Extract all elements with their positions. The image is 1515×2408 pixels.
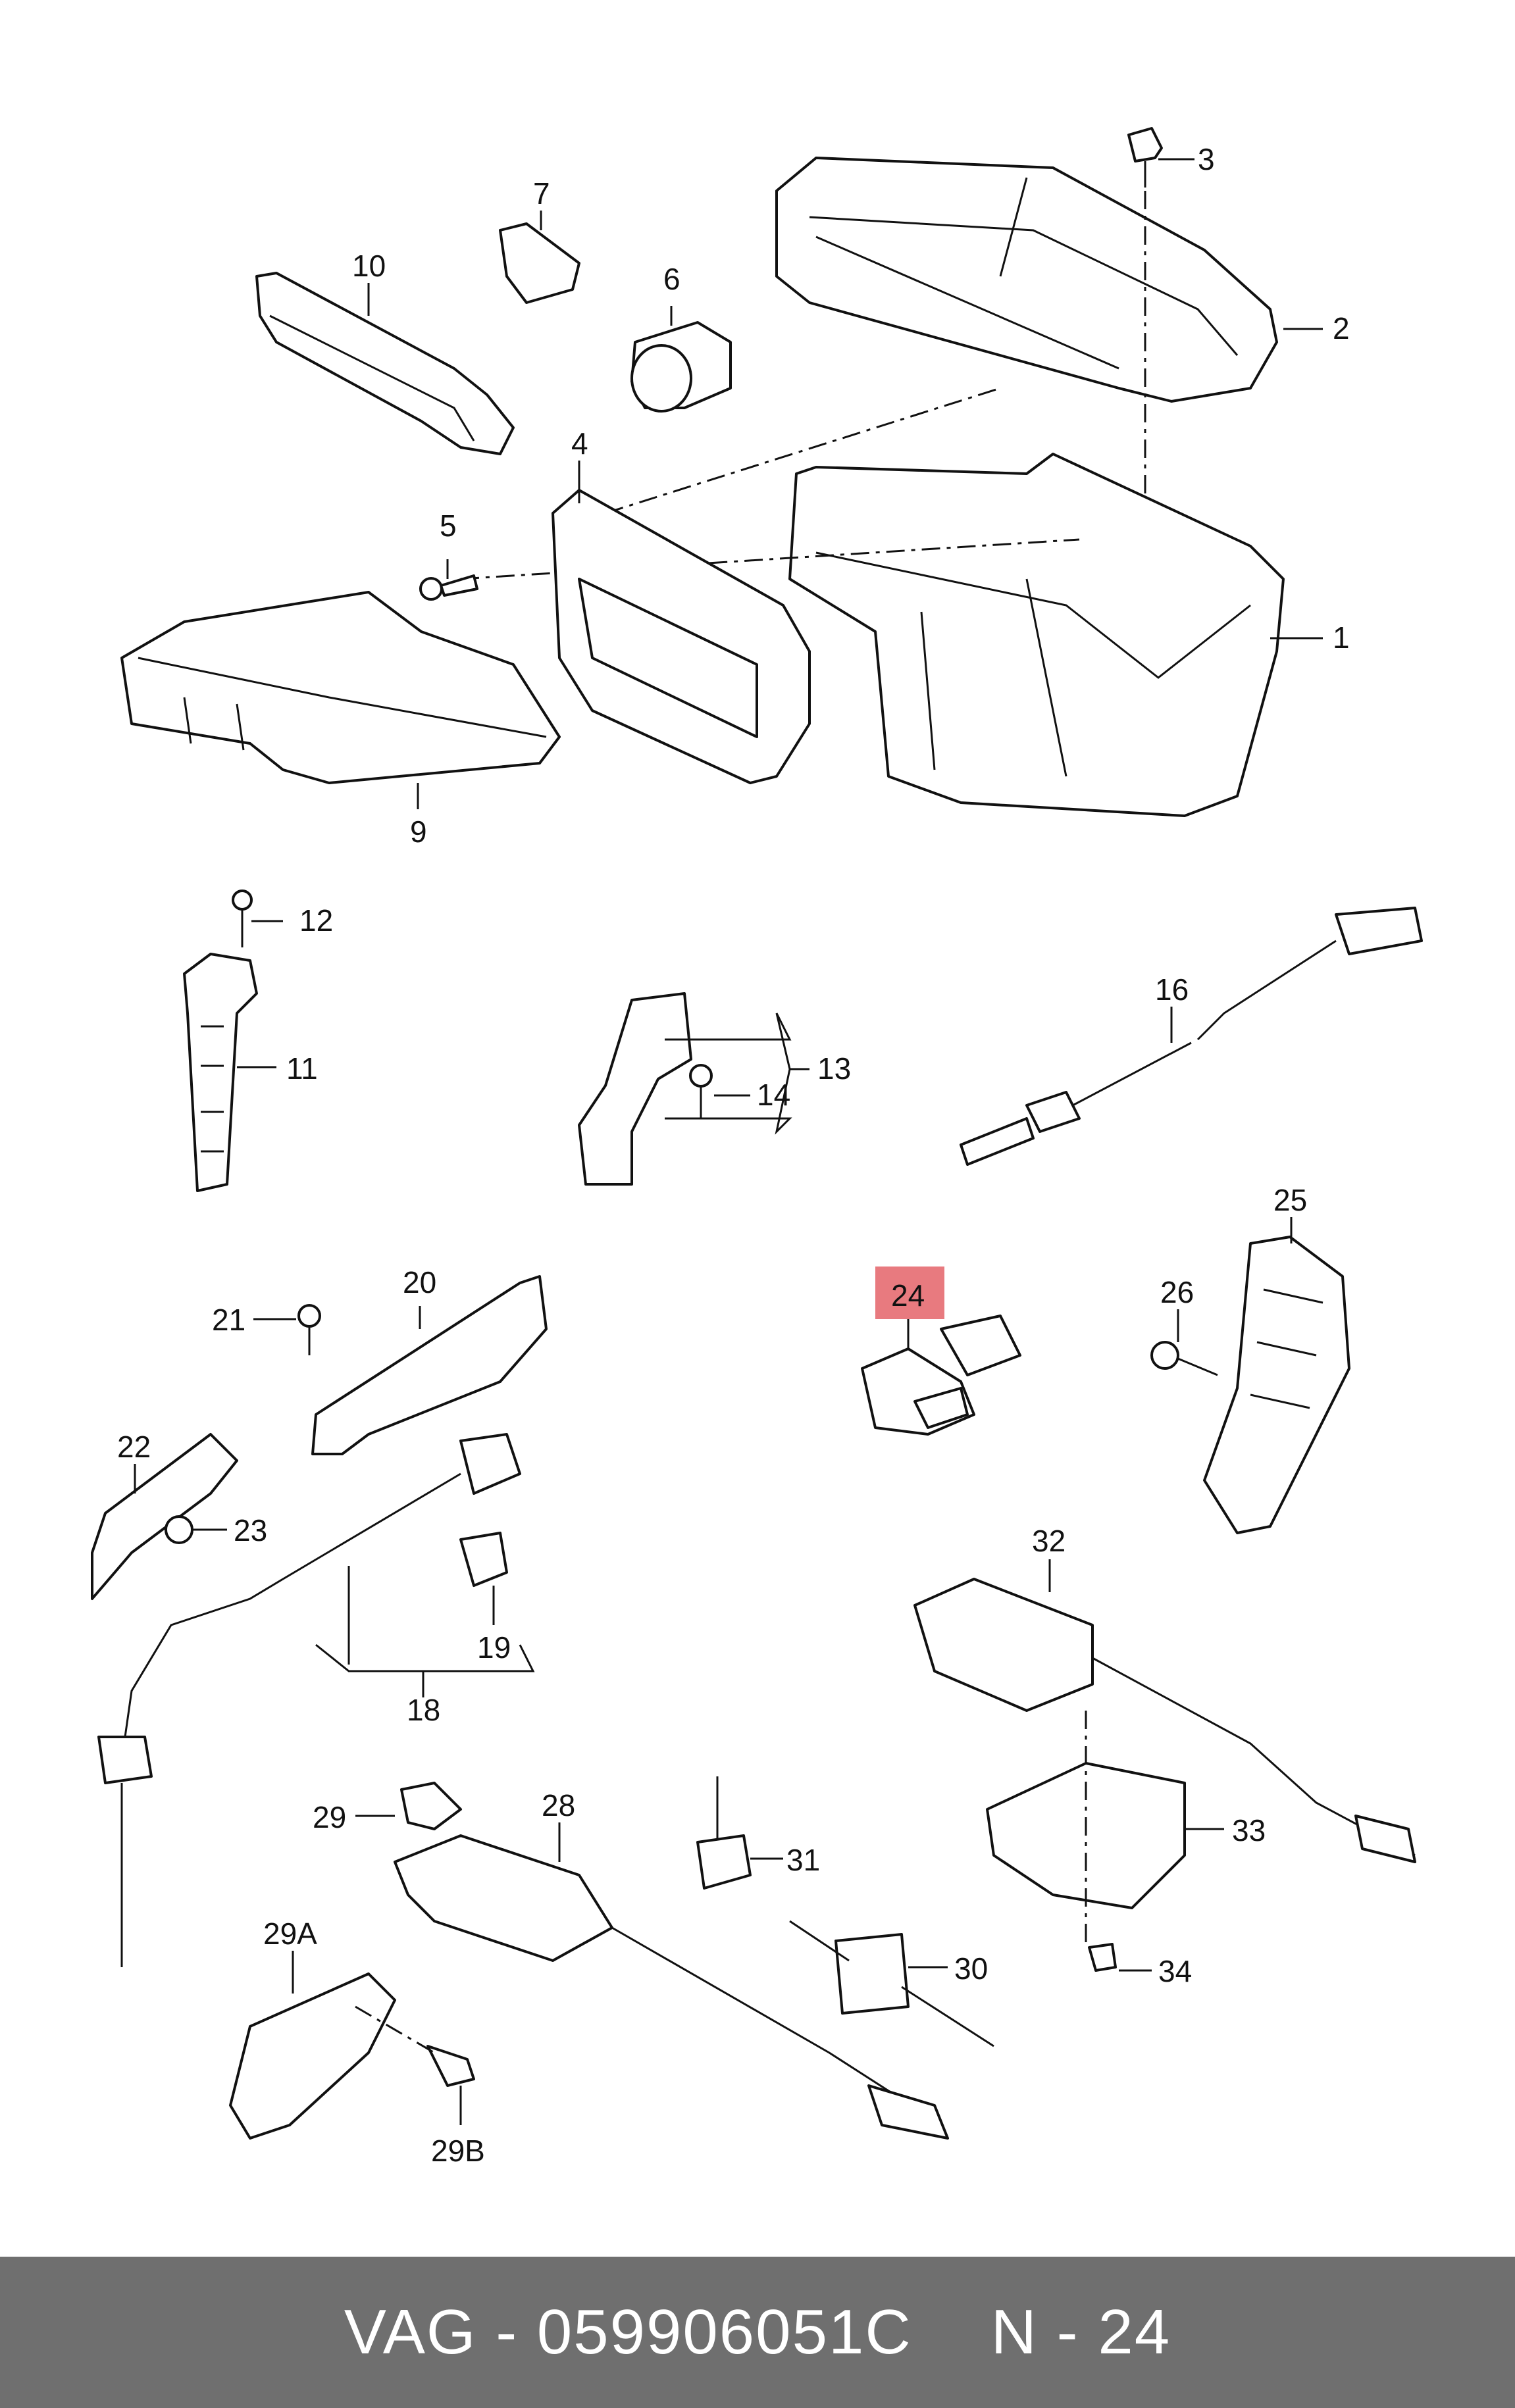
part-22-bracket xyxy=(91,1433,238,1600)
callout-21: 21 xyxy=(212,1303,245,1337)
callout-10: 10 xyxy=(352,249,386,283)
callout-18: 18 xyxy=(407,1693,440,1727)
part-19-clip xyxy=(459,1532,508,1587)
callout-4: 4 xyxy=(571,426,588,461)
callout-25: 25 xyxy=(1273,1183,1307,1217)
callout-3: 3 xyxy=(1198,142,1215,176)
callout-23: 23 xyxy=(234,1513,267,1547)
part-10-bracket xyxy=(255,272,515,455)
callout-1: 1 xyxy=(1333,620,1350,655)
callout-29b: 29B xyxy=(431,2134,485,2168)
part-13-sensor xyxy=(578,992,713,1186)
part-24-pressure-sensor xyxy=(861,1315,1021,1436)
parts-diagram: 1 2 3 4 5 6 7 9 10 11 12 13 14 16 18 19 … xyxy=(91,127,1423,2168)
callout-2: 2 xyxy=(1333,311,1350,345)
callout-29: 29 xyxy=(313,1800,346,1834)
part-4-ecu-bracket xyxy=(552,489,811,784)
part-9-ecu xyxy=(120,591,561,784)
callout-9: 9 xyxy=(410,815,427,849)
callout-28: 28 xyxy=(542,1788,575,1822)
part-3-screw xyxy=(1127,127,1163,697)
part-25-bracket xyxy=(1150,1236,1350,1534)
part-30-clip xyxy=(789,1920,994,2047)
highlight-box-24 xyxy=(875,1267,944,1319)
part-16-probe xyxy=(960,907,1423,1166)
callout-5: 5 xyxy=(440,509,457,543)
callout-14: 14 xyxy=(757,1078,790,1112)
callout-24: 24 xyxy=(891,1278,925,1313)
part-32-control-unit xyxy=(913,1578,1416,1863)
callout-7: 7 xyxy=(533,176,550,211)
footer-reference: N - 24 xyxy=(990,2297,1171,2367)
callout-20: 20 xyxy=(403,1265,436,1299)
part-20-bracket xyxy=(297,1275,548,1455)
callout-13: 13 xyxy=(817,1051,851,1086)
callout-16: 16 xyxy=(1155,972,1189,1007)
callout-33: 33 xyxy=(1232,1813,1266,1847)
part-2-lid xyxy=(775,157,1278,403)
callout-19: 19 xyxy=(477,1630,511,1665)
callout-31: 31 xyxy=(786,1843,820,1877)
leader-lines xyxy=(134,158,1323,2125)
part-28-sensor xyxy=(394,1782,949,2140)
part-1-housing xyxy=(788,453,1285,817)
part-29a-bracket xyxy=(229,1972,475,2140)
part-31-holder xyxy=(696,1776,752,1890)
part-6-relay xyxy=(630,321,732,413)
part-18-sender xyxy=(97,1433,521,1967)
part-11-sensor xyxy=(183,890,258,1192)
part-33-bracket xyxy=(986,1711,1186,1972)
callout-6: 6 xyxy=(663,262,680,296)
footer-bar: VAG - 059906051C N - 24 xyxy=(0,2257,1515,2408)
part-5-screw xyxy=(419,574,478,601)
callout-34: 34 xyxy=(1158,1954,1192,1988)
callout-11: 11 xyxy=(286,1051,318,1086)
callout-22: 22 xyxy=(117,1430,151,1464)
part-7-relay-holder xyxy=(499,222,580,304)
callout-32: 32 xyxy=(1032,1524,1066,1558)
callout-26: 26 xyxy=(1160,1275,1194,1309)
footer-part-number: VAG - 059906051C xyxy=(344,2297,912,2367)
callout-29a: 29A xyxy=(263,1917,317,1951)
callout-30: 30 xyxy=(954,1951,988,1986)
callout-labels: 1 2 3 4 5 6 7 9 10 11 12 13 14 16 18 19 … xyxy=(117,142,1350,2168)
callout-12: 12 xyxy=(299,903,333,938)
